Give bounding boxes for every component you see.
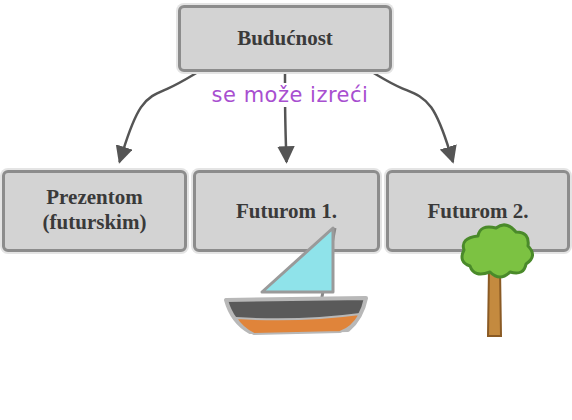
box-text: Futurom 1.: [196, 199, 377, 224]
arrow-connector: [372, 72, 453, 162]
title-box: Budućnost: [178, 5, 392, 72]
box-text: Futurom 2.: [389, 199, 567, 224]
tree-illustration: [462, 225, 533, 336]
box-text: Prezentom (futurskim): [20, 185, 170, 235]
boat-mast: [318, 228, 335, 318]
option-box: Futurom 2.: [386, 170, 570, 252]
boat-stripe: [236, 314, 360, 334]
boat-sail: [262, 228, 333, 292]
option-box: Prezentom (futurskim): [2, 170, 187, 252]
option-box: Futurom 1.: [193, 170, 380, 252]
tree-crown: [462, 225, 533, 277]
box-text: Budućnost: [181, 26, 389, 51]
arrow-connector: [120, 72, 199, 162]
boat-illustration: [226, 228, 366, 334]
connector-note: se može izreći: [209, 83, 372, 107]
boat-hull: [226, 298, 366, 332]
tree-trunk: [488, 268, 501, 336]
